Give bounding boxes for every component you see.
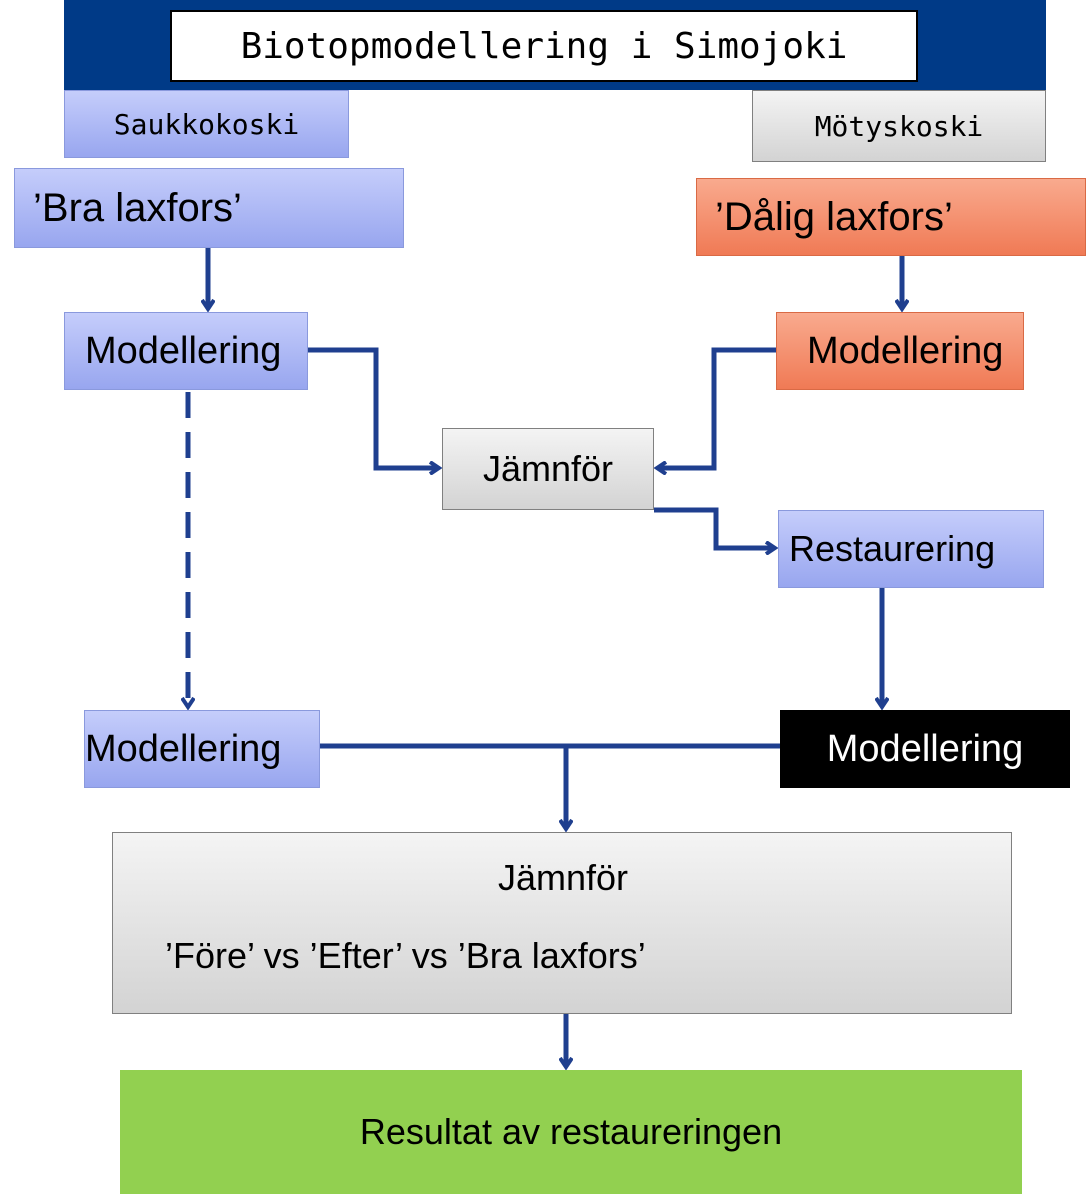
modelling-right-top: Modellering	[776, 312, 1024, 390]
compare-final-title: Jämnför	[497, 857, 629, 898]
compare-mid-box: Jämnför	[442, 428, 654, 510]
arrow-model-right-to-compare	[658, 347, 776, 468]
modelling-right-bottom: Modellering	[780, 710, 1070, 788]
arrow-compare-to-restoration	[654, 507, 774, 548]
restoration-box: Restaurering	[778, 510, 1044, 588]
result-box: Resultat av restaureringen	[120, 1070, 1022, 1194]
site-label-motyskoski: Mötyskoski	[752, 90, 1046, 162]
diagram-title: Biotopmodellering i Simojoki	[170, 10, 918, 82]
site-label-saukkokoski: Saukkokoski	[64, 90, 349, 158]
modelling-left-bottom: Modellering	[84, 710, 320, 788]
arrow-model-left-to-compare	[308, 347, 438, 468]
modelling-left-top: Modellering	[64, 312, 308, 390]
compare-final-box: Jämnför ’Före’ vs ’Efter’ vs ’Bra laxfor…	[112, 832, 1012, 1014]
compare-final-subtitle: ’Före’ vs ’Efter’ vs ’Bra laxfors’	[165, 935, 646, 976]
bad-rapid-box: ’Dålig laxfors’	[696, 178, 1086, 256]
good-rapid-box: ’Bra laxfors’	[14, 168, 404, 248]
